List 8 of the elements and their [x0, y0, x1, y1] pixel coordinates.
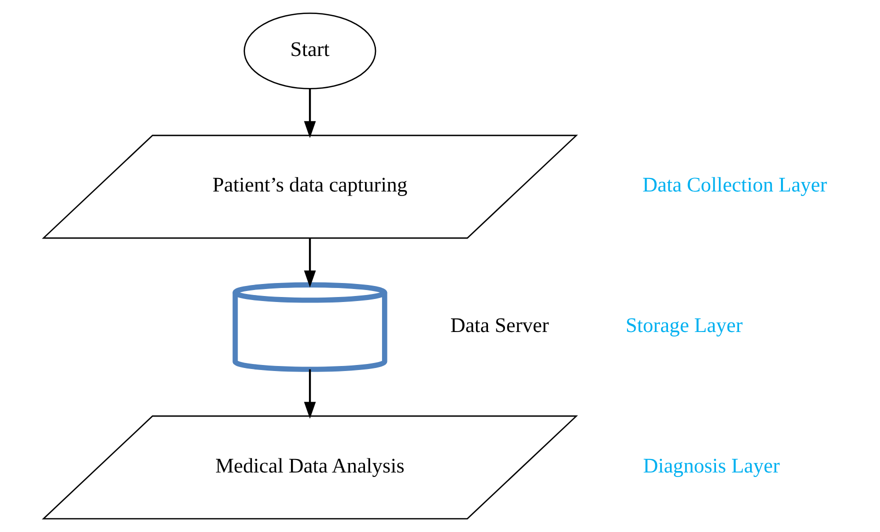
arrow: [304, 88, 316, 138]
label: Data Collection Layer: [642, 174, 828, 197]
node-ellipse: Start: [244, 12, 376, 90]
arrow: [304, 369, 316, 419]
arrow: [304, 238, 316, 288]
label: Storage Layer: [626, 314, 743, 338]
label: Diagnosis Layer: [643, 454, 780, 478]
node-label: Data Server: [450, 314, 549, 338]
